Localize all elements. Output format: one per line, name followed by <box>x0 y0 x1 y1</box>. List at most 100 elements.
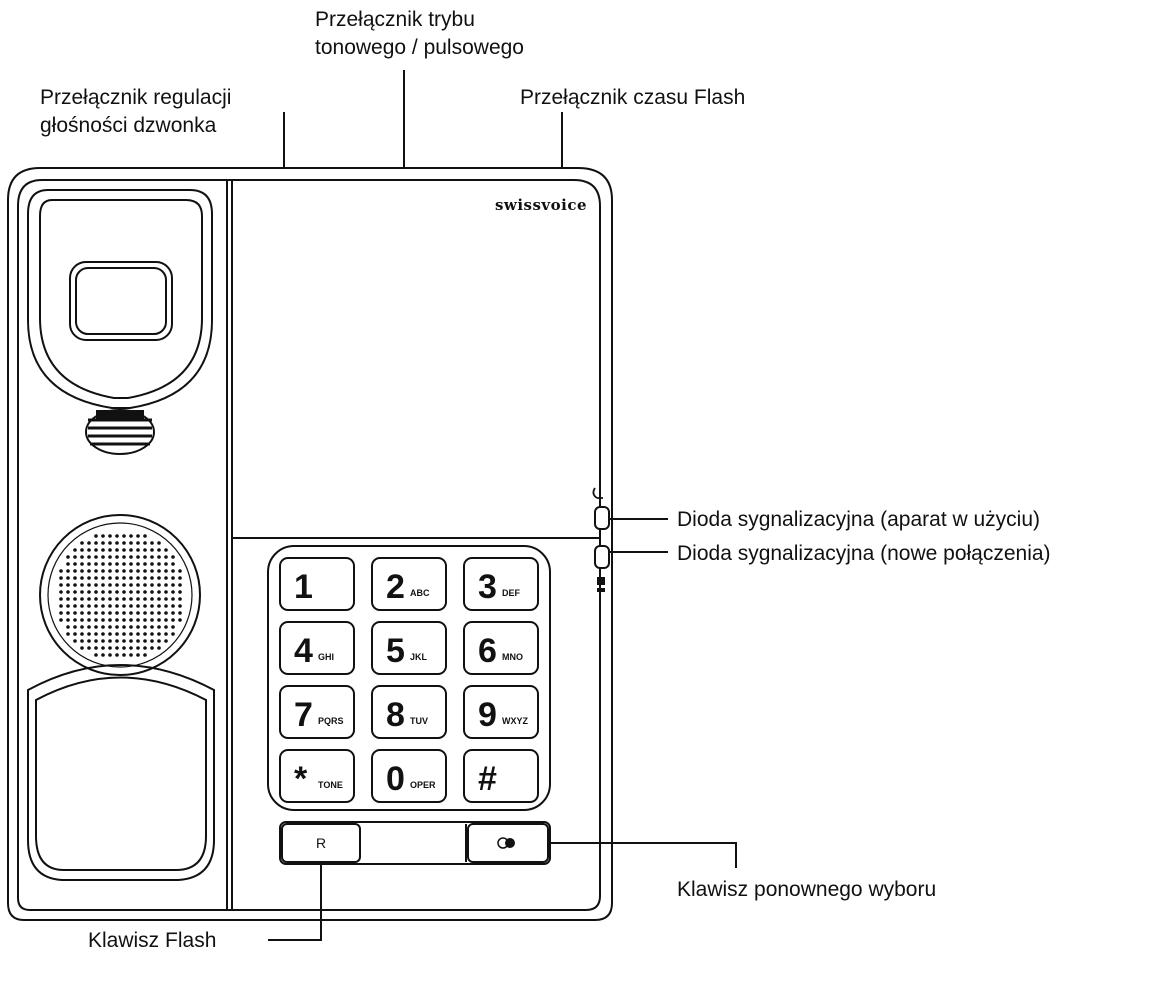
grille-hole <box>157 639 161 643</box>
handset-window <box>69 261 173 341</box>
grille-hole <box>66 632 70 636</box>
grille-hole <box>73 625 77 629</box>
grille-hole <box>73 590 77 594</box>
grille-hole <box>94 604 98 608</box>
grille-hole <box>94 653 98 657</box>
hook-switch <box>85 409 155 455</box>
grille-hole <box>59 618 63 622</box>
grille-hole <box>150 590 154 594</box>
grille-hole <box>129 632 133 636</box>
grille-hole <box>115 639 119 643</box>
key-digit: # <box>478 760 497 798</box>
grille-hole <box>171 632 175 636</box>
grille-hole <box>94 632 98 636</box>
grille-hole <box>87 625 91 629</box>
grille-hole <box>80 562 84 566</box>
speaker-grille <box>39 514 201 676</box>
flash-key-label: R <box>316 835 326 851</box>
grille-hole <box>94 590 98 594</box>
key-letters: TONE <box>318 780 343 790</box>
grille-hole <box>80 639 84 643</box>
grille-hole <box>164 590 168 594</box>
grille-hole <box>150 569 154 573</box>
grille-hole <box>136 569 140 573</box>
grille-hole <box>101 562 105 566</box>
grille-hole <box>171 597 175 601</box>
grille-hole <box>101 597 105 601</box>
grille-hole <box>80 597 84 601</box>
grille-hole <box>115 653 119 657</box>
grille-hole <box>136 541 140 545</box>
grille-hole <box>94 583 98 587</box>
grille-hole <box>66 590 70 594</box>
grille-hole <box>122 555 126 559</box>
flash-key[interactable]: R <box>281 823 361 863</box>
grille-hole <box>164 597 168 601</box>
grille-hole <box>108 569 112 573</box>
grille-hole <box>122 562 126 566</box>
tone-pulse-label-2: tonowego / pulsowego <box>315 36 524 59</box>
grille-hole <box>108 653 112 657</box>
grille-hole <box>108 583 112 587</box>
grille-hole <box>94 618 98 622</box>
grille-hole <box>171 625 175 629</box>
grille-hole <box>94 555 98 559</box>
grille-hole <box>108 604 112 608</box>
grille-hole <box>101 653 105 657</box>
grille-hole <box>171 590 175 594</box>
led-in-use <box>594 506 610 530</box>
grille-hole <box>129 562 133 566</box>
grille-hole <box>143 618 147 622</box>
grille-hole <box>115 590 119 594</box>
grille-hole <box>66 583 70 587</box>
grille-hole <box>150 625 154 629</box>
flash-key-callout-label: Klawisz Flash <box>88 929 216 952</box>
grille-hole <box>94 611 98 615</box>
key-digit: 2 <box>386 568 405 606</box>
key-digit: 9 <box>478 696 497 734</box>
grille-hole <box>115 618 119 622</box>
grille-hole <box>101 646 105 650</box>
grille-hole <box>129 604 133 608</box>
grille-hole <box>122 625 126 629</box>
grille-hole <box>87 604 91 608</box>
grille-hole <box>66 604 70 608</box>
grille-hole <box>150 576 154 580</box>
ringer-volume-label-2: głośności dzwonka <box>40 114 217 137</box>
grille-hole <box>101 639 105 643</box>
grille-hole <box>80 590 84 594</box>
grille-hole <box>157 597 161 601</box>
key-hash[interactable]: # <box>463 749 539 803</box>
grille-hole <box>150 583 154 587</box>
grille-hole <box>129 555 133 559</box>
grille-hole <box>94 541 98 545</box>
grille-hole <box>115 569 119 573</box>
grille-hole <box>94 562 98 566</box>
redial-key[interactable] <box>467 823 549 863</box>
key-digit: 5 <box>386 632 405 670</box>
grille-hole <box>73 639 77 643</box>
message-led-icon <box>597 577 605 585</box>
key-1[interactable]: 1 <box>279 557 355 611</box>
key-star[interactable]: *TONE <box>279 749 355 803</box>
flash-time-label: Przełącznik czasu Flash <box>520 86 745 109</box>
key-digit: 1 <box>294 568 313 606</box>
phone-body-inner <box>17 179 601 911</box>
grille-hole <box>101 618 105 622</box>
key-digit: 6 <box>478 632 497 670</box>
grille-hole <box>94 625 98 629</box>
grille-hole <box>136 590 140 594</box>
grille-hole <box>87 569 91 573</box>
grille-hole <box>122 653 126 657</box>
grille-hole <box>122 576 126 580</box>
grille-hole <box>164 569 168 573</box>
